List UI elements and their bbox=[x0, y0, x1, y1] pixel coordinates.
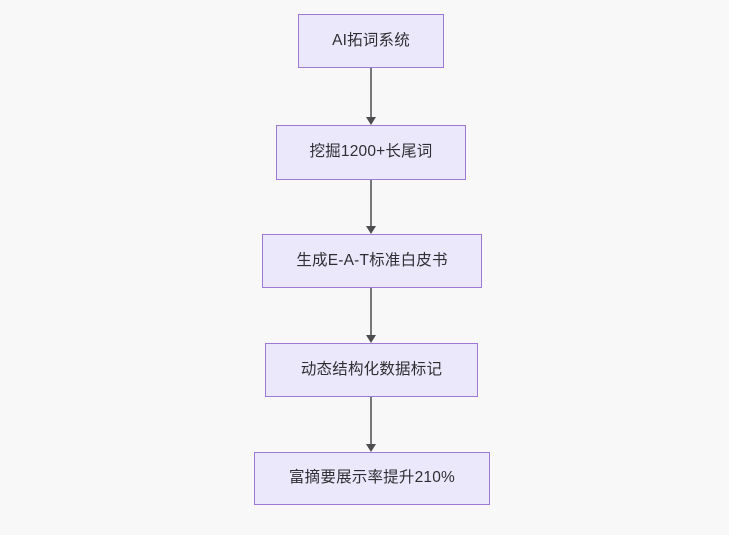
arrowhead-icon bbox=[366, 226, 376, 234]
node-label: 动态结构化数据标记 bbox=[300, 360, 443, 378]
node-label: 挖掘1200+长尾词 bbox=[309, 143, 433, 161]
flowchart-node-ai-keyword-system[interactable]: AI拓词系统 bbox=[298, 14, 444, 68]
node-label: 富摘要展示率提升210% bbox=[288, 469, 456, 487]
arrowhead-icon bbox=[366, 335, 376, 343]
arrowhead-icon bbox=[366, 444, 376, 452]
node-label: 生成E-A-T标准白皮书 bbox=[296, 251, 448, 269]
flowchart-node-dynamic-structured-data-markup[interactable]: 动态结构化数据标记 bbox=[265, 343, 478, 397]
node-label: AI拓词系统 bbox=[332, 31, 410, 49]
arrowhead-icon bbox=[366, 117, 376, 125]
connector-line bbox=[370, 180, 372, 226]
connector-line bbox=[370, 397, 372, 444]
connector-line bbox=[370, 68, 372, 117]
flowchart-node-mine-longtail-keywords[interactable]: 挖掘1200+长尾词 bbox=[276, 125, 466, 180]
connector-line bbox=[370, 288, 372, 335]
flowchart-node-generate-eat-whitepaper[interactable]: 生成E-A-T标准白皮书 bbox=[262, 234, 482, 288]
flowchart-node-rich-snippet-impression-lift[interactable]: 富摘要展示率提升210% bbox=[254, 452, 490, 505]
